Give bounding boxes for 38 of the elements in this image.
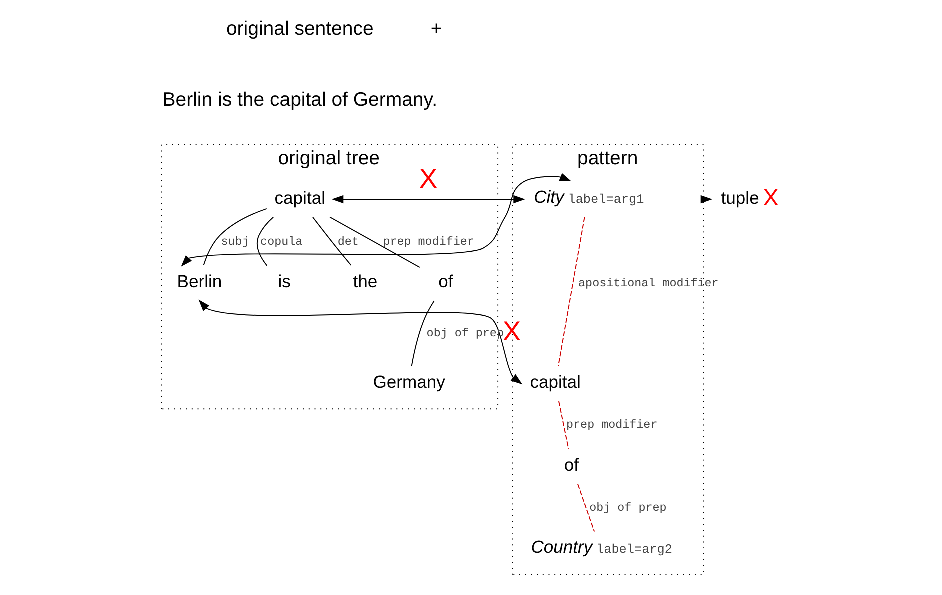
connector — [411, 300, 435, 367]
node-text: Berlin — [177, 272, 222, 292]
edge-label: prep modifier — [383, 234, 474, 249]
arrow — [181, 173, 572, 267]
edge-label: X — [502, 315, 522, 346]
connector — [558, 216, 586, 366]
arrow — [700, 195, 713, 204]
node-text: of — [564, 454, 579, 475]
label: original sentence — [226, 18, 374, 40]
arrow — [198, 300, 523, 385]
connector — [578, 484, 596, 532]
edge-label: prep modifier — [566, 418, 658, 432]
edge-label: copula — [260, 234, 303, 249]
node-text: City — [534, 186, 564, 207]
arrow — [332, 195, 526, 204]
node-text: capital — [530, 372, 581, 392]
edge-label: det — [338, 234, 359, 249]
node-text: tuple — [721, 188, 760, 208]
node-text: capital — [274, 188, 326, 208]
edge-label: apositional modifier — [578, 276, 719, 290]
edge-label: subj — [221, 234, 250, 249]
connector — [558, 401, 570, 450]
edge-label: X — [419, 163, 438, 194]
connector — [312, 216, 352, 266]
node-text: Country — [531, 536, 593, 557]
label: + — [430, 18, 442, 40]
connector — [256, 216, 274, 266]
label: Berlin is the capital of Germany. — [162, 88, 438, 111]
connector — [203, 208, 268, 266]
connector — [330, 216, 420, 268]
node-label: label=arg1 — [568, 192, 644, 207]
node-text: is — [278, 272, 291, 292]
node-label: X — [763, 184, 779, 211]
node-text: the — [353, 272, 378, 292]
node-label: label=arg2 — [596, 542, 672, 557]
node-text: of — [438, 272, 454, 292]
edge-label: obj of prep — [590, 501, 667, 516]
node-text: Germany — [373, 372, 446, 392]
